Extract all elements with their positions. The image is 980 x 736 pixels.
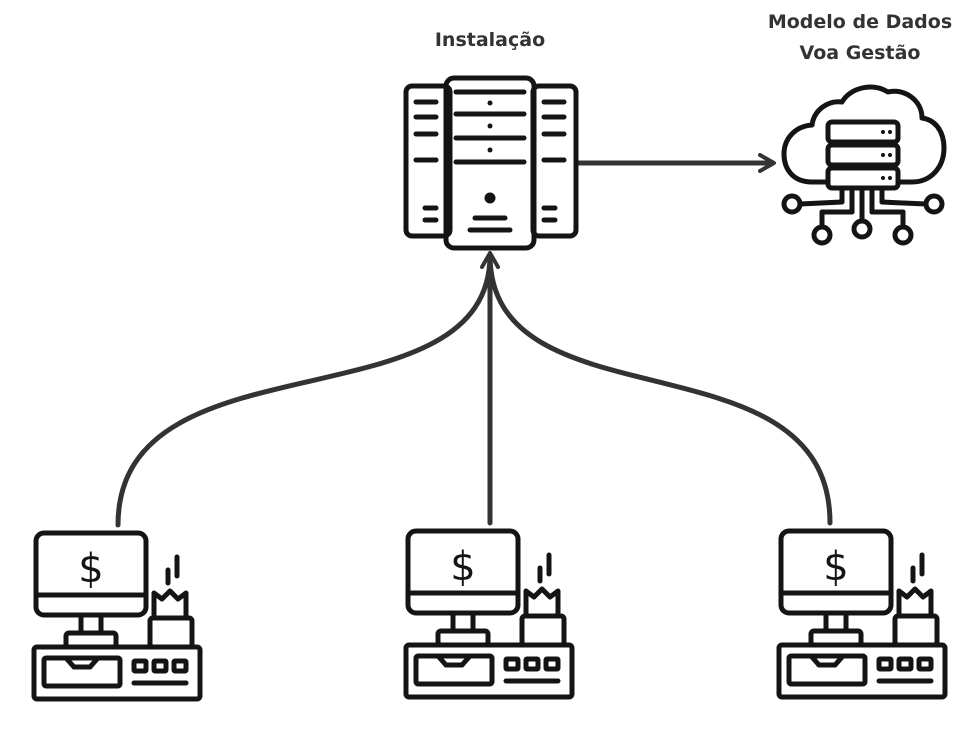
connectors	[115, 153, 833, 528]
pos-terminal-icon: $	[403, 528, 575, 700]
connector-pos-1-to-server	[115, 252, 493, 528]
dollar-icon: $	[450, 544, 475, 590]
pos-terminal-icon: $	[776, 528, 948, 700]
cloud-label-line-1: Modelo de Dados	[767, 11, 953, 33]
cloud-database-dots	[881, 130, 892, 180]
pos-terminal-icon: $	[31, 530, 203, 702]
server-rack-icon	[403, 75, 579, 251]
cloud-label-line-2: Voa Gestão	[799, 42, 921, 64]
cloud-database-icon	[781, 84, 947, 246]
server-rack-dots	[484, 100, 496, 204]
connector-pos-3-to-server	[487, 252, 833, 526]
pos-terminals: $ $	[31, 528, 948, 702]
dollar-icon: $	[78, 546, 103, 592]
dollar-icon: $	[823, 544, 848, 590]
server-label: Instalação	[434, 29, 546, 51]
